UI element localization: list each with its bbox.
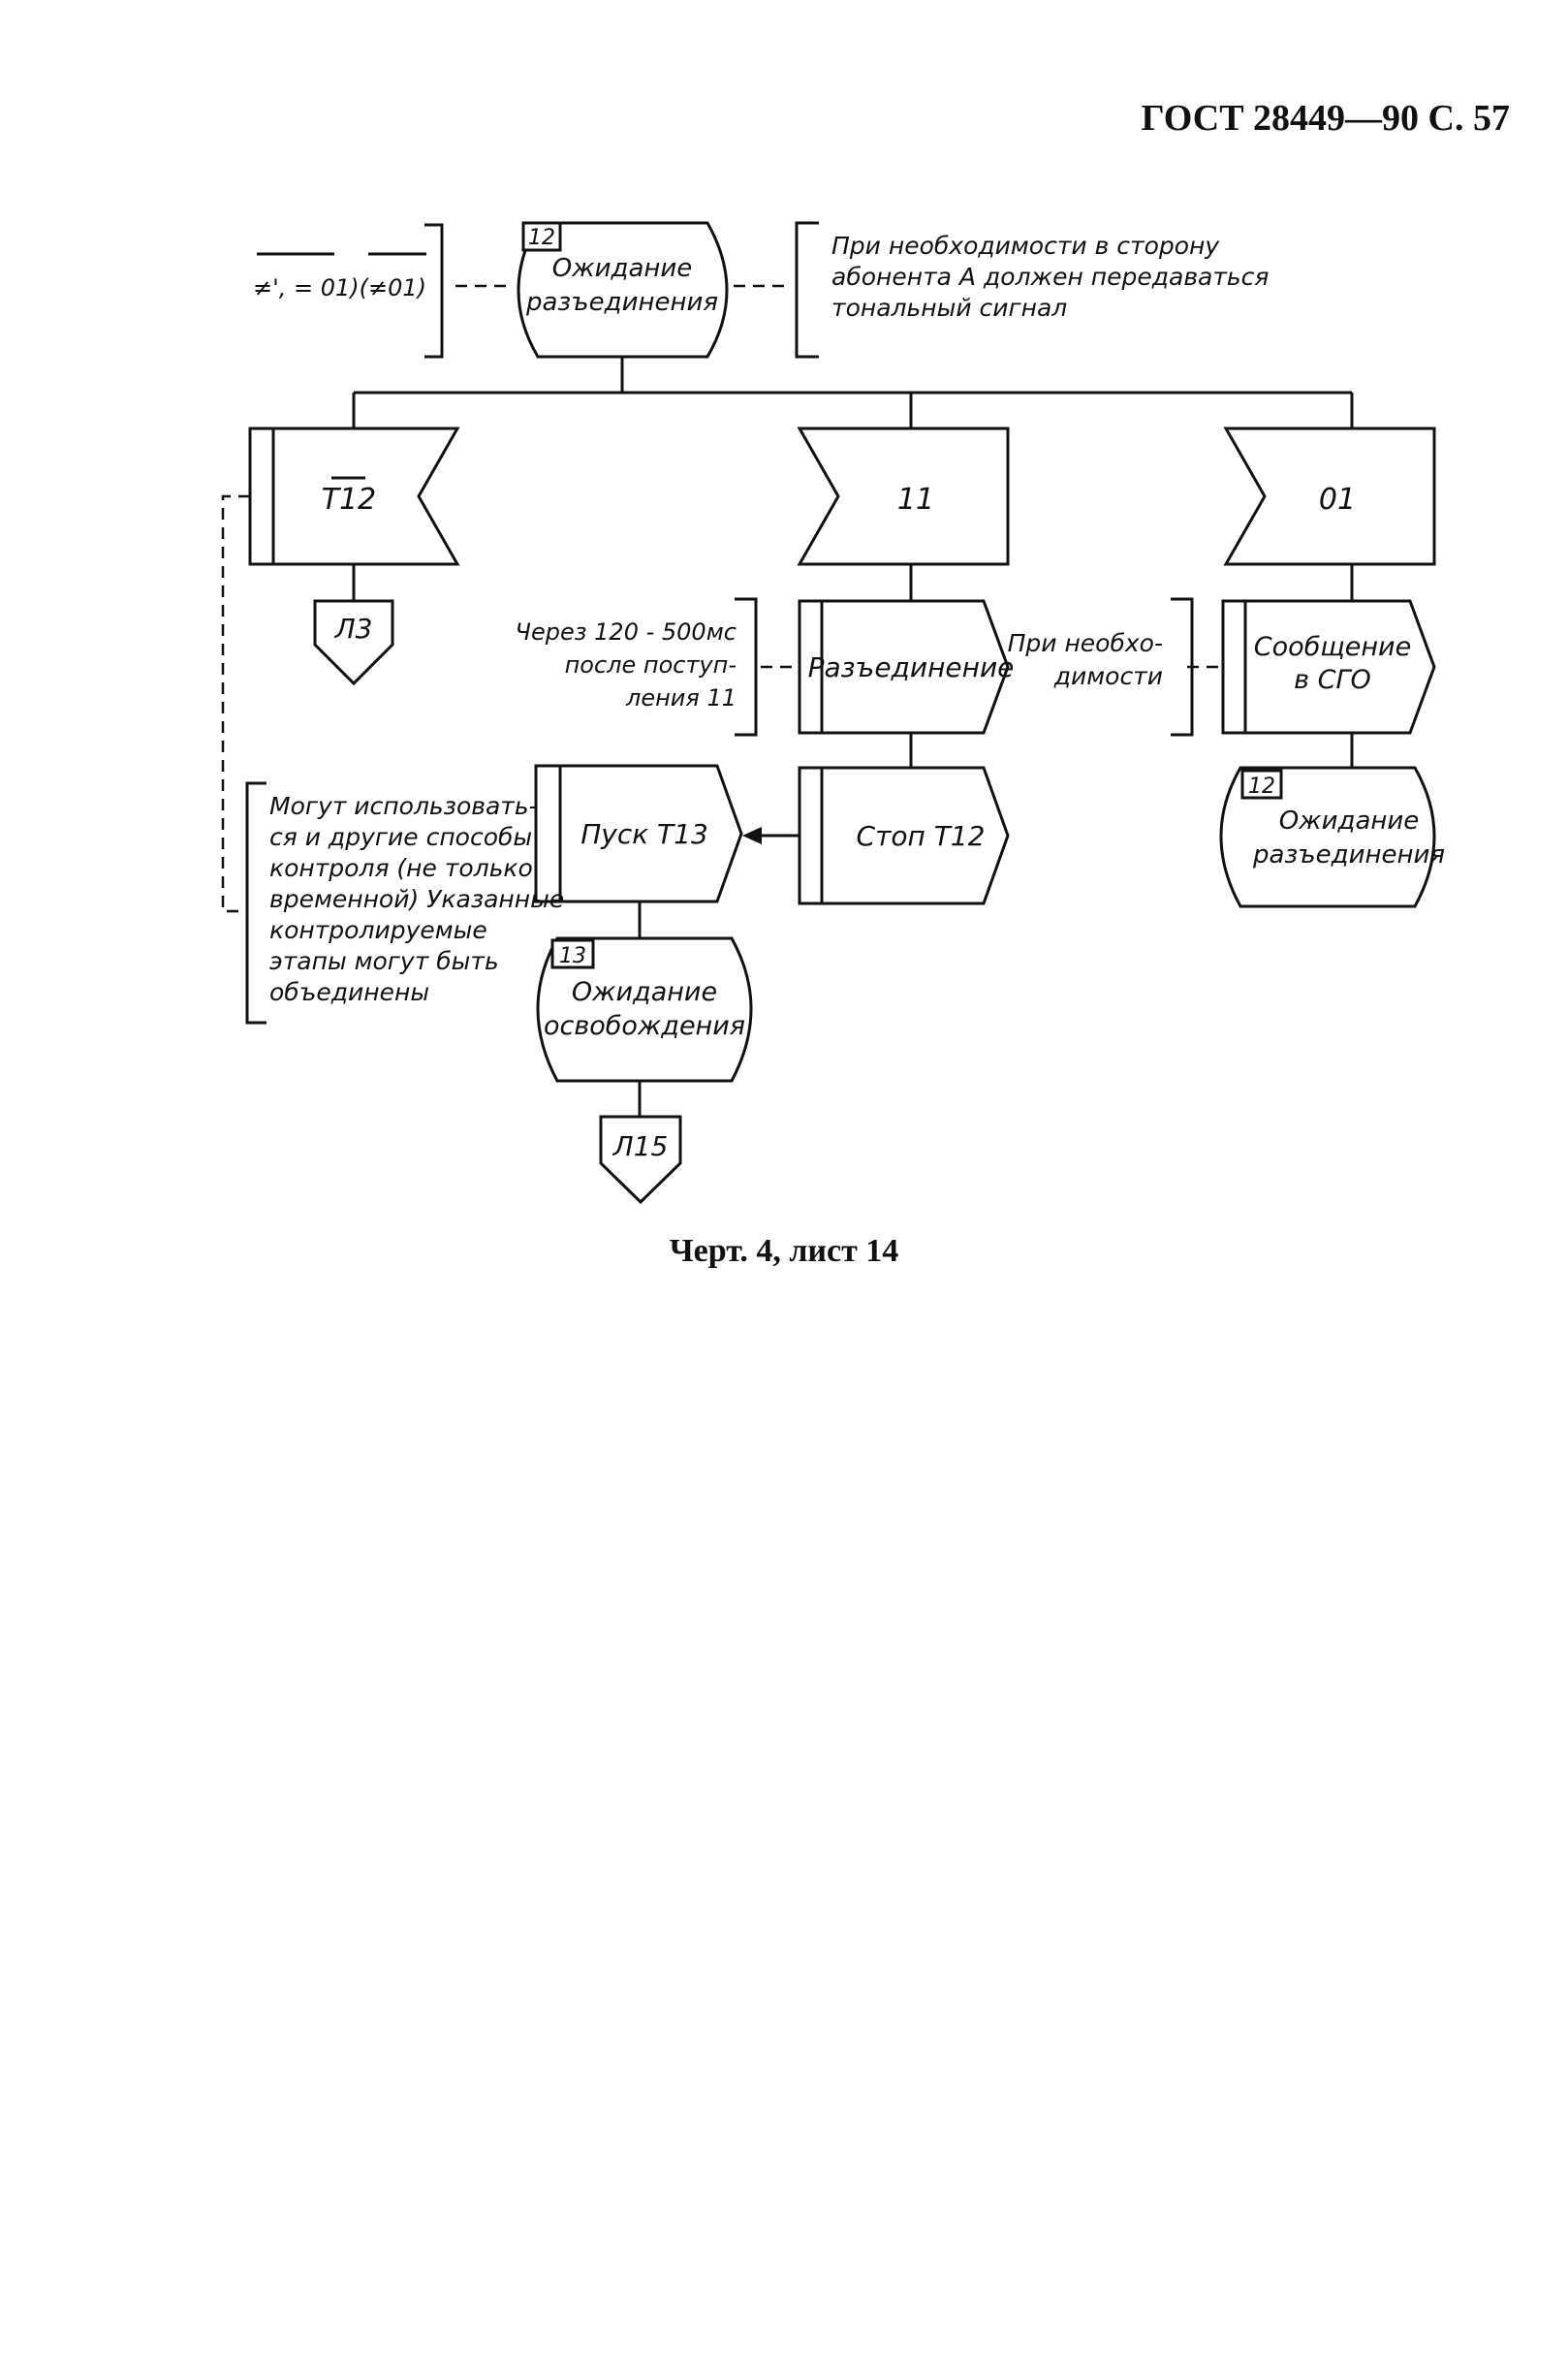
note-line1: Через 120 - 500мс [516, 618, 737, 646]
note-line1: При необхо- [1008, 629, 1163, 657]
state-waiting-disconnect-top: 12 Ожидание разъединения [517, 221, 729, 359]
note-line5: контролируемые [269, 916, 487, 944]
connector-l15: Л15 [599, 1115, 682, 1205]
state-number: 13 [559, 944, 586, 968]
state-label-line2: разъединения [525, 288, 718, 317]
note-line1: При необходимости в сторону [831, 232, 1220, 260]
note-line2: после поступ- [565, 651, 737, 679]
state-number: 12 [1248, 775, 1275, 799]
dashed-link [221, 494, 250, 913]
input-timer-t12: T12 [248, 427, 460, 566]
note-line3: ления 11 [625, 684, 737, 712]
task-message-sgo: Сообщение в СГО [1221, 599, 1436, 735]
task-stop-t12: Стоп T12 [798, 766, 1010, 905]
state-label-line2: освобождения [544, 1011, 745, 1041]
note-line3: контроля (не только [269, 854, 533, 882]
state-number: 12 [528, 226, 555, 250]
connector-label: Л15 [612, 1130, 669, 1162]
state-label-line1: Ожидание [552, 254, 693, 283]
note-line2: абонента А должен передаваться [831, 263, 1269, 291]
task-label-line1: Сообщение [1254, 632, 1411, 662]
note-line3: тональный сигнал [831, 294, 1067, 322]
connector-l3: Л3 [313, 599, 394, 686]
state-label-line1: Ожидание [572, 977, 717, 1007]
note-methods: Могут использовать- ся и другие способы … [245, 781, 564, 1025]
input-label: 01 [1319, 483, 1356, 517]
left-annotation: ≠', = 01)(≠01) [253, 223, 512, 359]
condition-note: ≠', = 01)(≠01) [253, 274, 426, 301]
note-line7: объединены [269, 978, 429, 1006]
note-line1: Могут использовать- [269, 792, 538, 820]
task-label-line2: в СГО [1294, 665, 1371, 695]
note-line6: этапы могут быть [269, 947, 499, 975]
note-line2: димости [1053, 662, 1163, 690]
state-waiting-release: 13 Ожидание освобождения [536, 936, 753, 1083]
connector-label: Л3 [334, 613, 373, 645]
input-label: T12 [322, 483, 377, 517]
note-line2: ся и другие способы [269, 823, 532, 851]
state-label-line2: разъединения [1252, 840, 1445, 870]
task-disconnect: Разъединение [798, 599, 1015, 735]
arrow-stop-to-start [742, 827, 800, 844]
branch-lines [352, 357, 1354, 428]
task-label: Разъединение [808, 651, 1015, 683]
note-line4: временной) Указанные [269, 885, 564, 913]
page-header: ГОСТ 28449—90 С. 57 [1141, 98, 1510, 139]
note-delay: Через 120 - 500мс после поступ- ления 11 [516, 597, 797, 737]
note-if-needed: При необхо- димости [1008, 597, 1221, 737]
task-label: Стоп T12 [857, 820, 986, 852]
right-annotation: При необходимости в сторону абонента А д… [734, 221, 1269, 359]
task-label: Пуск T13 [580, 818, 708, 850]
state-waiting-disconnect-right: 12 Ожидание разъединения [1219, 766, 1445, 908]
figure-caption: Черт. 4, лист 14 [669, 1233, 899, 1269]
state-label-line1: Ожидание [1279, 807, 1420, 836]
task-start-t13: Пуск T13 [534, 764, 743, 903]
input-label: 11 [897, 483, 934, 517]
input-signal-11: 11 [797, 427, 1010, 566]
input-signal-01: 01 [1223, 427, 1436, 566]
